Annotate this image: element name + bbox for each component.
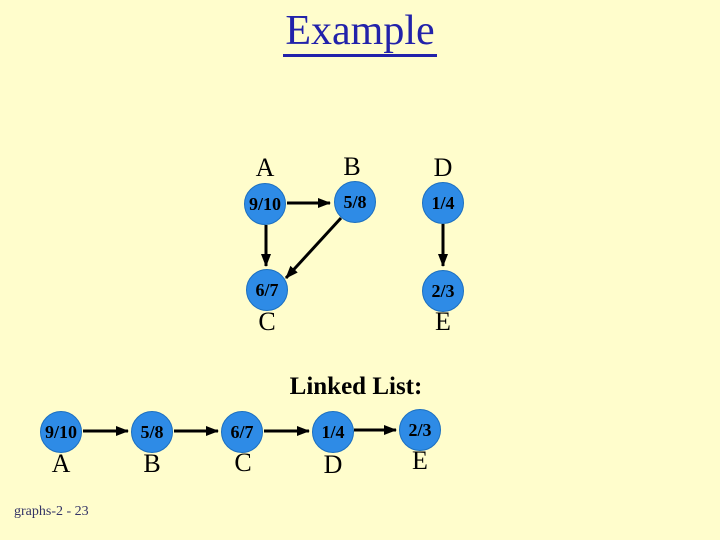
- linked-list-node-e-label: E: [412, 446, 428, 475]
- graph-node-b-label: B: [343, 152, 361, 181]
- linked-list-node-b: 5/8: [131, 411, 173, 453]
- linked-list-heading: Linked List:: [289, 373, 423, 400]
- graph-node-e: 2/3: [422, 270, 464, 312]
- linked-list-node-d: 1/4: [312, 411, 354, 453]
- graph-node-c-label: C: [258, 307, 276, 336]
- edge-b-to-c-arrow: [284, 216, 343, 280]
- linked-list-node-a: 9/10: [40, 411, 82, 453]
- linked-list-node-c: 6/7: [221, 411, 263, 453]
- linked-list-node-d-label: D: [323, 450, 343, 479]
- linked-list-node-c-label: C: [234, 448, 252, 477]
- graph-node-e-label: E: [435, 307, 451, 336]
- linked-list-node-a-label: A: [51, 449, 71, 478]
- graph-node-a: 9/10: [244, 183, 286, 225]
- page-title: Example: [0, 8, 720, 58]
- graph-node-a-label: A: [255, 153, 275, 182]
- footer-page-label: graphs-2 - 23: [14, 504, 89, 519]
- linked-list-node-e: 2/3: [399, 409, 441, 451]
- graph-node-c: 6/7: [246, 269, 288, 311]
- graph-node-d: 1/4: [422, 182, 464, 224]
- graph-node-d-label: D: [433, 153, 453, 182]
- page-title-text: Example: [283, 8, 437, 58]
- graph-node-b: 5/8: [334, 181, 376, 223]
- linked-list-node-b-label: B: [143, 449, 161, 478]
